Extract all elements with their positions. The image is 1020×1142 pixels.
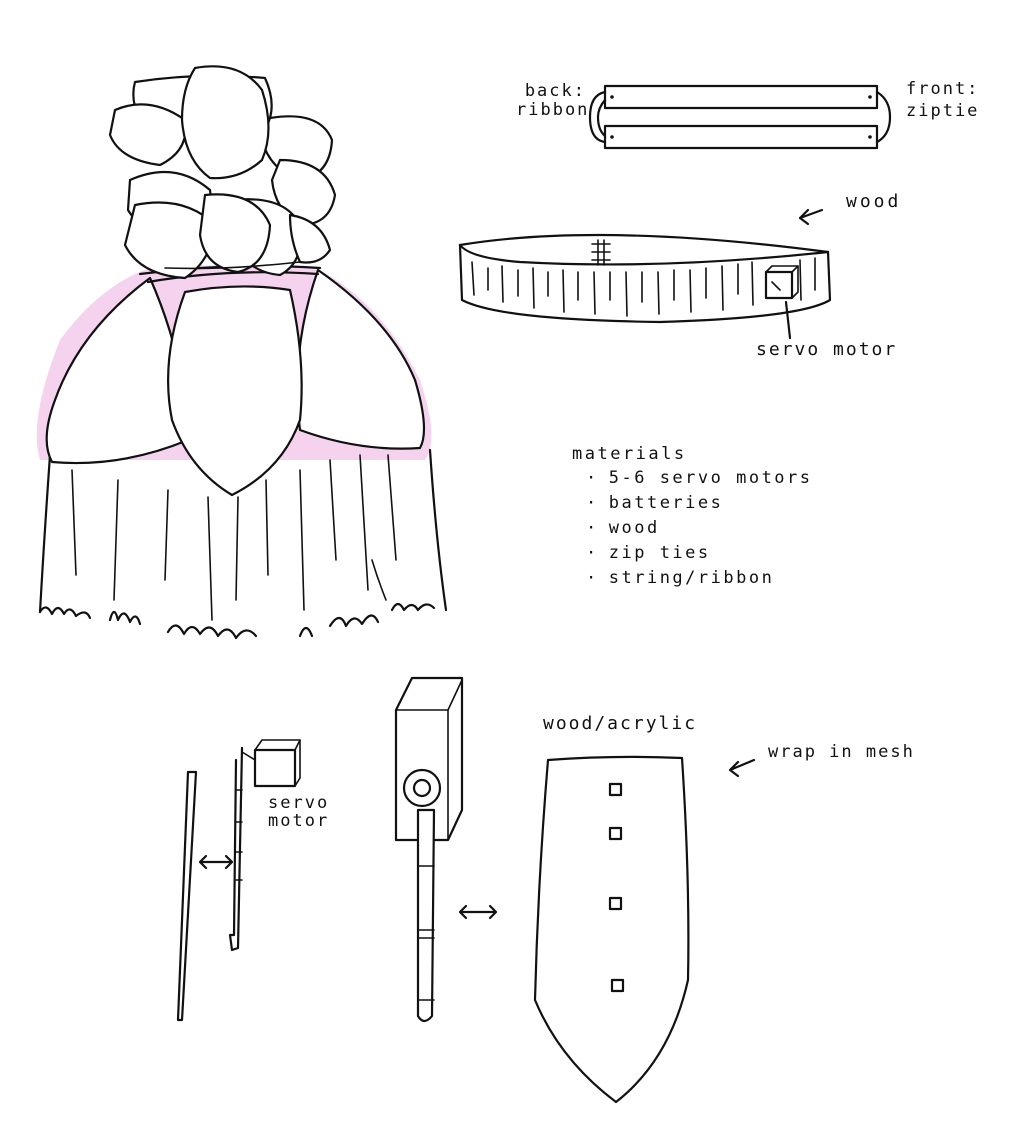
materials-item: zip ties [572, 541, 813, 566]
materials-title: materials [572, 442, 813, 466]
dress-illustration [37, 66, 446, 638]
label-wood-acrylic: wood/acrylic [543, 712, 697, 736]
servo-motor-box [766, 272, 792, 298]
materials-item: 5-6 servo motors [572, 466, 813, 491]
label-front-ziptie: front: ziptie [906, 78, 979, 122]
wood-grain-lines [472, 258, 815, 316]
materials-item: wood [572, 516, 813, 541]
servo-arm-diagram [396, 678, 496, 1021]
servo-pointer-line [786, 302, 790, 338]
label-servo-motor-left: servo motor [268, 794, 329, 830]
double-arrow-left [200, 856, 232, 868]
wood-ring-diagram [460, 210, 830, 338]
materials-item: string/ribbon [572, 566, 813, 591]
materials-list: materials 5-6 servo motors batteries woo… [572, 442, 813, 591]
servo-motor-small [255, 750, 295, 786]
label-back-ribbon: back: ribbon [516, 82, 586, 120]
mesh-arrow [730, 760, 754, 776]
wood-arrow [800, 210, 822, 224]
rod-servo-diagram [178, 740, 300, 1020]
flower-bodice [110, 66, 335, 278]
ribbon-frame-diagram [590, 86, 890, 148]
materials-item: batteries [572, 491, 813, 516]
double-arrow-middle [460, 906, 496, 918]
petal-panel-diagram [535, 757, 754, 1102]
label-servo-motor-top: servo motor [756, 338, 897, 362]
label-wood: wood [846, 190, 901, 214]
label-wrap-in-mesh: wrap in mesh [768, 740, 915, 764]
